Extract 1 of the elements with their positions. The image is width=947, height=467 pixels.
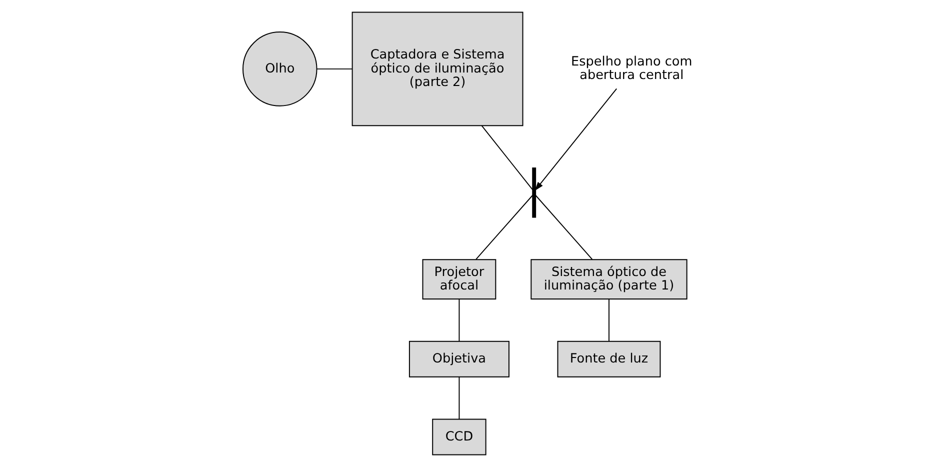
node-text: Espelho plano com abertura central: [570, 54, 692, 84]
